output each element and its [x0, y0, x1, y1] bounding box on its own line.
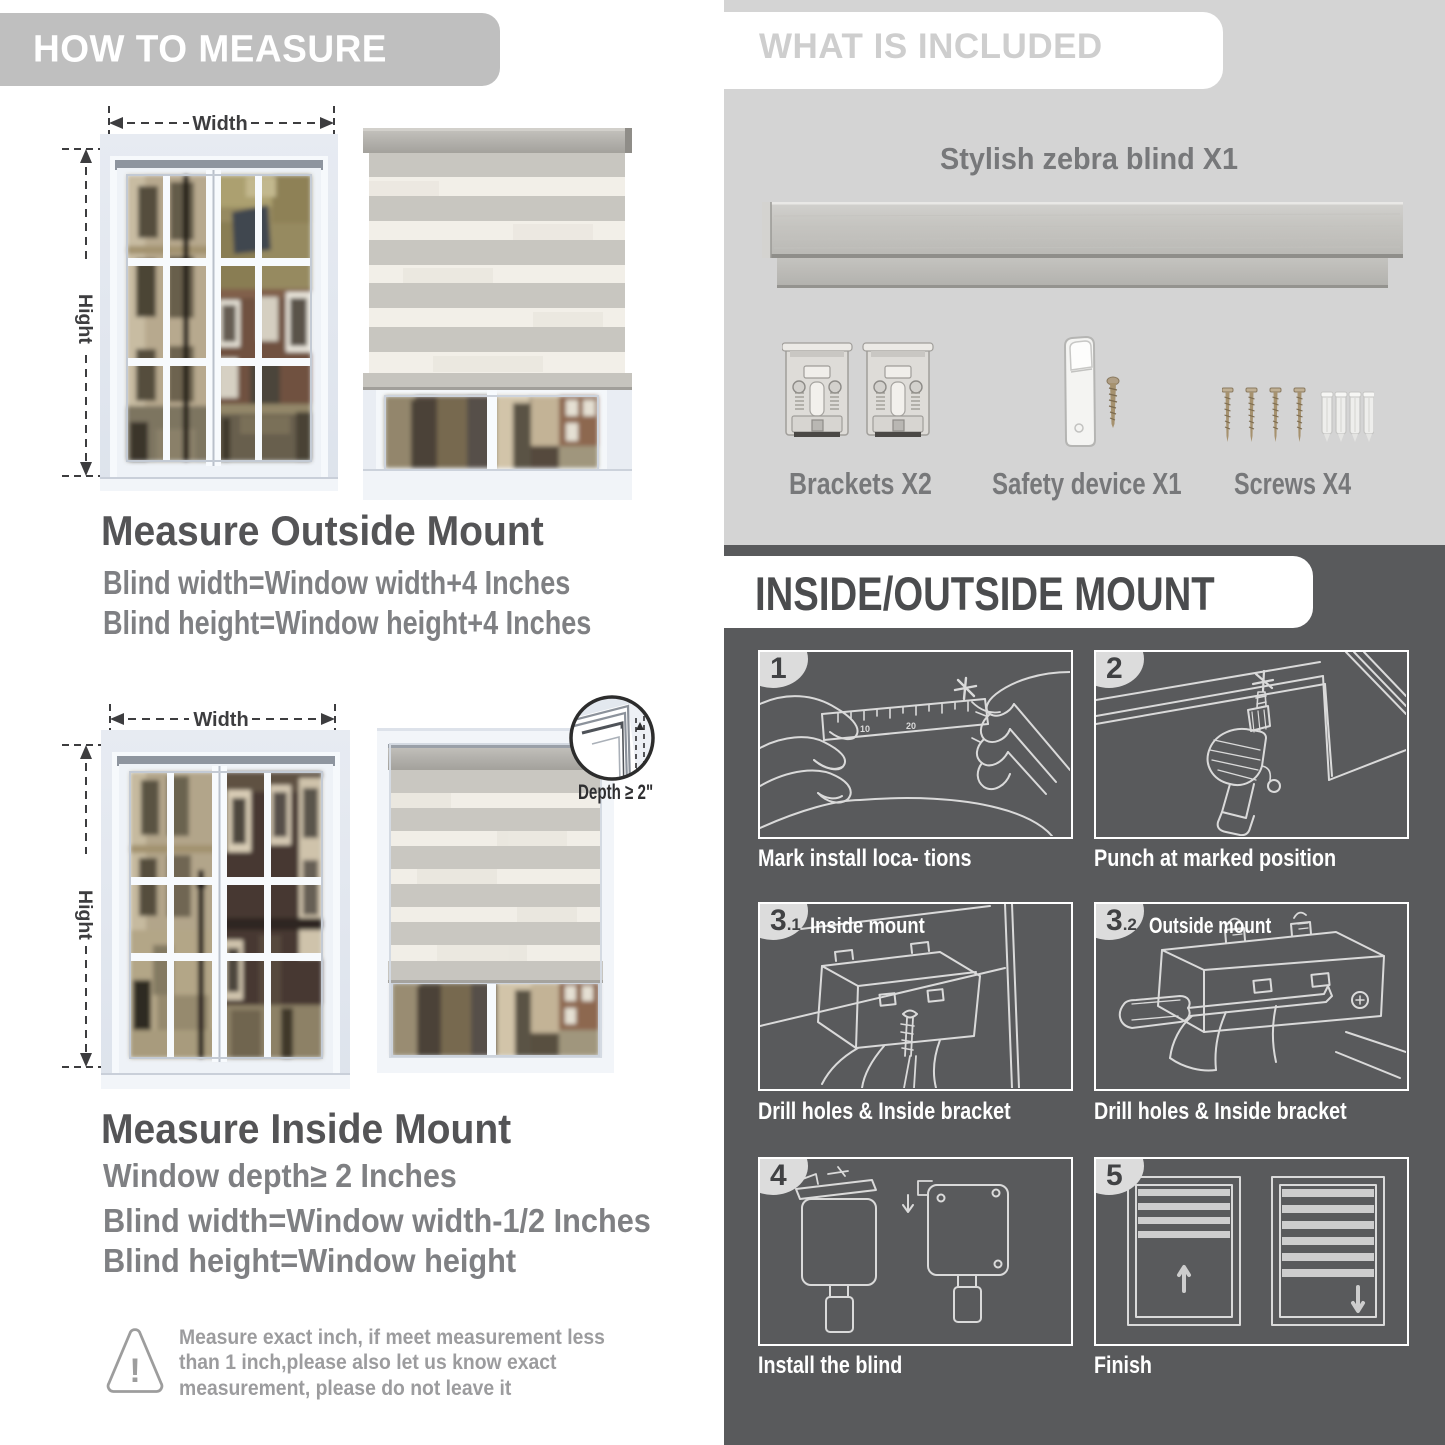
svg-text:Width: Width [192, 113, 247, 135]
svg-text:20: 20 [906, 721, 916, 731]
svg-text:10: 10 [860, 724, 870, 734]
svg-text:!: ! [129, 1352, 140, 1390]
svg-text:Width: Width [193, 709, 248, 731]
